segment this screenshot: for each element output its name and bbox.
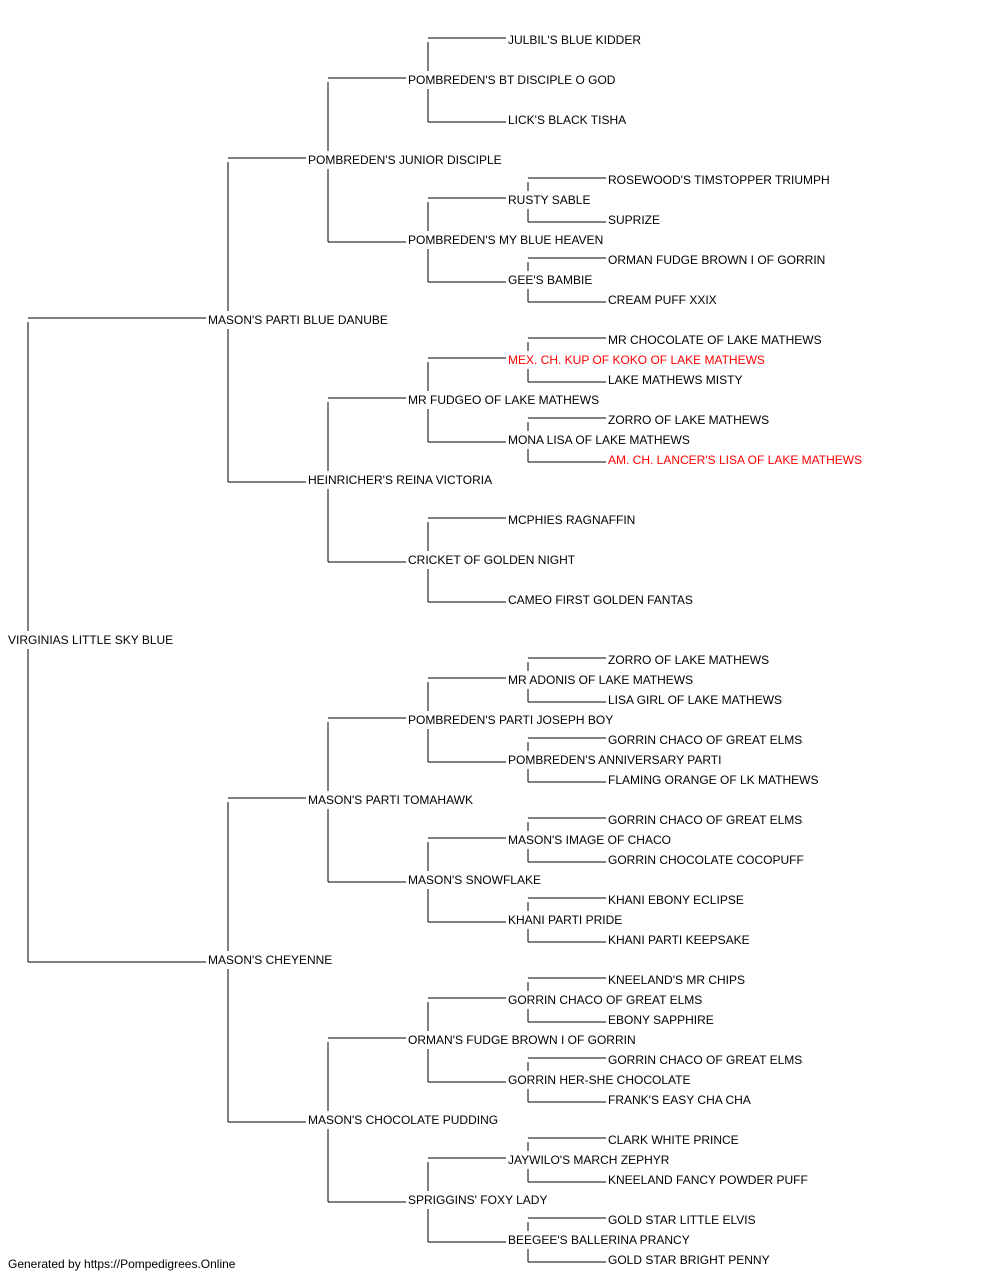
pedigree-name: MASON'S PARTI TOMAHAWK — [308, 793, 473, 807]
pedigree-name: MONA LISA OF LAKE MATHEWS — [508, 433, 690, 447]
pedigree-name: MASON'S IMAGE OF CHACO — [508, 833, 671, 847]
pedigree-name: POMBREDEN'S JUNIOR DISCIPLE — [308, 153, 502, 167]
footer-credit: Generated by https://Pompedigrees.Online — [8, 1257, 236, 1271]
pedigree-name: GEE'S BAMBIE — [508, 273, 592, 287]
pedigree-name: MCPHIES RAGNAFFIN — [508, 513, 635, 527]
pedigree-name: GOLD STAR LITTLE ELVIS — [608, 1213, 756, 1227]
pedigree-name: LISA GIRL OF LAKE MATHEWS — [608, 693, 782, 707]
pedigree-name: ORMAN'S FUDGE BROWN I OF GORRIN — [408, 1033, 636, 1047]
pedigree-name: POMBREDEN'S PARTI JOSEPH BOY — [408, 713, 613, 727]
pedigree-name: GORRIN CHOCOLATE COCOPUFF — [608, 853, 804, 867]
pedigree-name: GORRIN CHACO OF GREAT ELMS — [608, 1053, 802, 1067]
pedigree-name: MASON'S SNOWFLAKE — [408, 873, 541, 887]
pedigree-name: ROSEWOOD'S TIMSTOPPER TRIUMPH — [608, 173, 830, 187]
pedigree-name: CREAM PUFF XXIX — [608, 293, 717, 307]
pedigree-name: GORRIN CHACO OF GREAT ELMS — [608, 733, 802, 747]
pedigree-name: POMBREDEN'S ANNIVERSARY PARTI — [508, 753, 721, 767]
pedigree-name: JAYWILO'S MARCH ZEPHYR — [508, 1153, 670, 1167]
pedigree-name: KHANI EBONY ECLIPSE — [608, 893, 744, 907]
pedigree-name: HEINRICHER'S REINA VICTORIA — [308, 473, 492, 487]
pedigree-name: SPRIGGINS' FOXY LADY — [408, 1193, 547, 1207]
pedigree-name: MR ADONIS OF LAKE MATHEWS — [508, 673, 693, 687]
pedigree-name: LAKE MATHEWS MISTY — [608, 373, 742, 387]
pedigree-name: KNEELAND'S MR CHIPS — [608, 973, 745, 987]
pedigree-name: GORRIN CHACO OF GREAT ELMS — [608, 813, 802, 827]
pedigree-name: FLAMING ORANGE OF LK MATHEWS — [608, 773, 818, 787]
pedigree-name: CAMEO FIRST GOLDEN FANTAS — [508, 593, 693, 607]
pedigree-name: KHANI PARTI PRIDE — [508, 913, 622, 927]
pedigree-name: CLARK WHITE PRINCE — [608, 1133, 739, 1147]
pedigree-name: RUSTY SABLE — [508, 193, 590, 207]
pedigree-name: MEX. CH. KUP OF KOKO OF LAKE MATHEWS — [508, 353, 765, 367]
pedigree-name: LICK'S BLACK TISHA — [508, 113, 626, 127]
pedigree-name: POMBREDEN'S BT DISCIPLE O GOD — [408, 73, 616, 87]
pedigree-name: MASON'S CHOCOLATE PUDDING — [308, 1113, 498, 1127]
pedigree-name: EBONY SAPPHIRE — [608, 1013, 714, 1027]
pedigree-name: GOLD STAR BRIGHT PENNY — [608, 1253, 770, 1267]
pedigree-name: MASON'S CHEYENNE — [208, 953, 332, 967]
pedigree-name: AM. CH. LANCER'S LISA OF LAKE MATHEWS — [608, 453, 862, 467]
pedigree-name: JULBIL'S BLUE KIDDER — [508, 33, 641, 47]
pedigree-name: MASON'S PARTI BLUE DANUBE — [208, 313, 388, 327]
pedigree-name: ORMAN FUDGE BROWN I OF GORRIN — [608, 253, 825, 267]
pedigree-name: KNEELAND FANCY POWDER PUFF — [608, 1173, 808, 1187]
pedigree-name: MR FUDGEO OF LAKE MATHEWS — [408, 393, 599, 407]
pedigree-name: GORRIN CHACO OF GREAT ELMS — [508, 993, 702, 1007]
pedigree-name: BEEGEE'S BALLERINA PRANCY — [508, 1233, 690, 1247]
pedigree-name: ZORRO OF LAKE MATHEWS — [608, 413, 769, 427]
pedigree-name: POMBREDEN'S MY BLUE HEAVEN — [408, 233, 603, 247]
pedigree-name: SUPRIZE — [608, 213, 660, 227]
pedigree-name: GORRIN HER-SHE CHOCOLATE — [508, 1073, 690, 1087]
pedigree-name: ZORRO OF LAKE MATHEWS — [608, 653, 769, 667]
pedigree-name: KHANI PARTI KEEPSAKE — [608, 933, 750, 947]
pedigree-name: CRICKET OF GOLDEN NIGHT — [408, 553, 576, 567]
pedigree-name: MR CHOCOLATE OF LAKE MATHEWS — [608, 333, 822, 347]
pedigree-name: VIRGINIAS LITTLE SKY BLUE — [8, 633, 173, 647]
pedigree-name: FRANK'S EASY CHA CHA — [608, 1093, 751, 1107]
